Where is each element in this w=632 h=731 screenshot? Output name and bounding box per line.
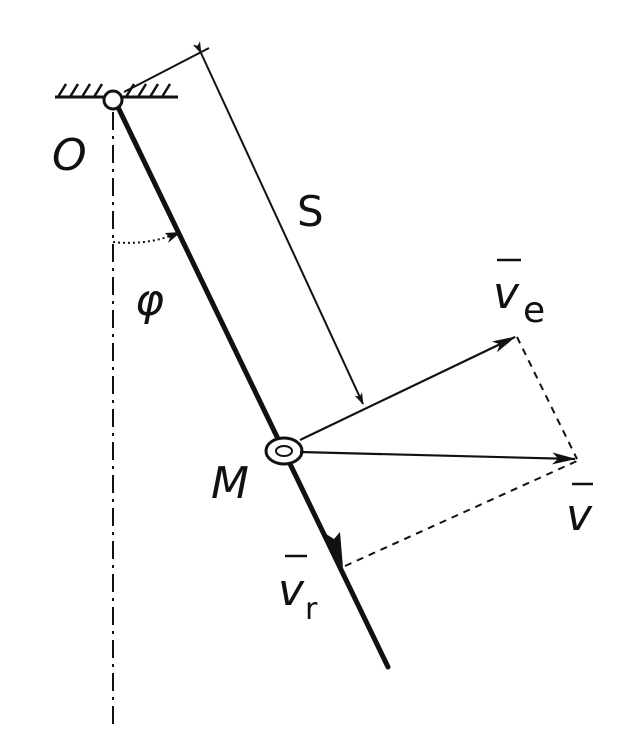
distance-label: S [297,187,324,236]
rod [113,100,391,670]
point-label: M [211,458,249,509]
angle-label: φ [135,275,164,326]
pivot-label: O [52,130,87,181]
absolute-velocity-vector [299,450,577,465]
distance-dimension-line [192,41,364,405]
parallelogram-dashed-line-ve [516,336,578,460]
svg-text:v: v [278,565,305,616]
svg-text:e: e [523,290,545,331]
dimension-extension-line [123,47,210,93]
svg-text:v: v [493,268,520,319]
transport-velocity-vector [299,336,517,441]
svg-text:r: r [305,592,318,627]
pivot-hinge [102,89,124,111]
transport-velocity-label: v e [493,258,545,331]
slider-collar-inner [275,445,293,457]
angle-arc [112,231,182,244]
svg-text:v: v [566,490,593,541]
absolute-velocity-label: v [566,482,593,541]
relative-velocity-label: v r [278,554,318,627]
angle-arc-arrowhead [165,232,181,243]
parallelogram-dashed-line-vr [344,460,578,567]
relative-velocity-arrowhead [326,532,343,568]
